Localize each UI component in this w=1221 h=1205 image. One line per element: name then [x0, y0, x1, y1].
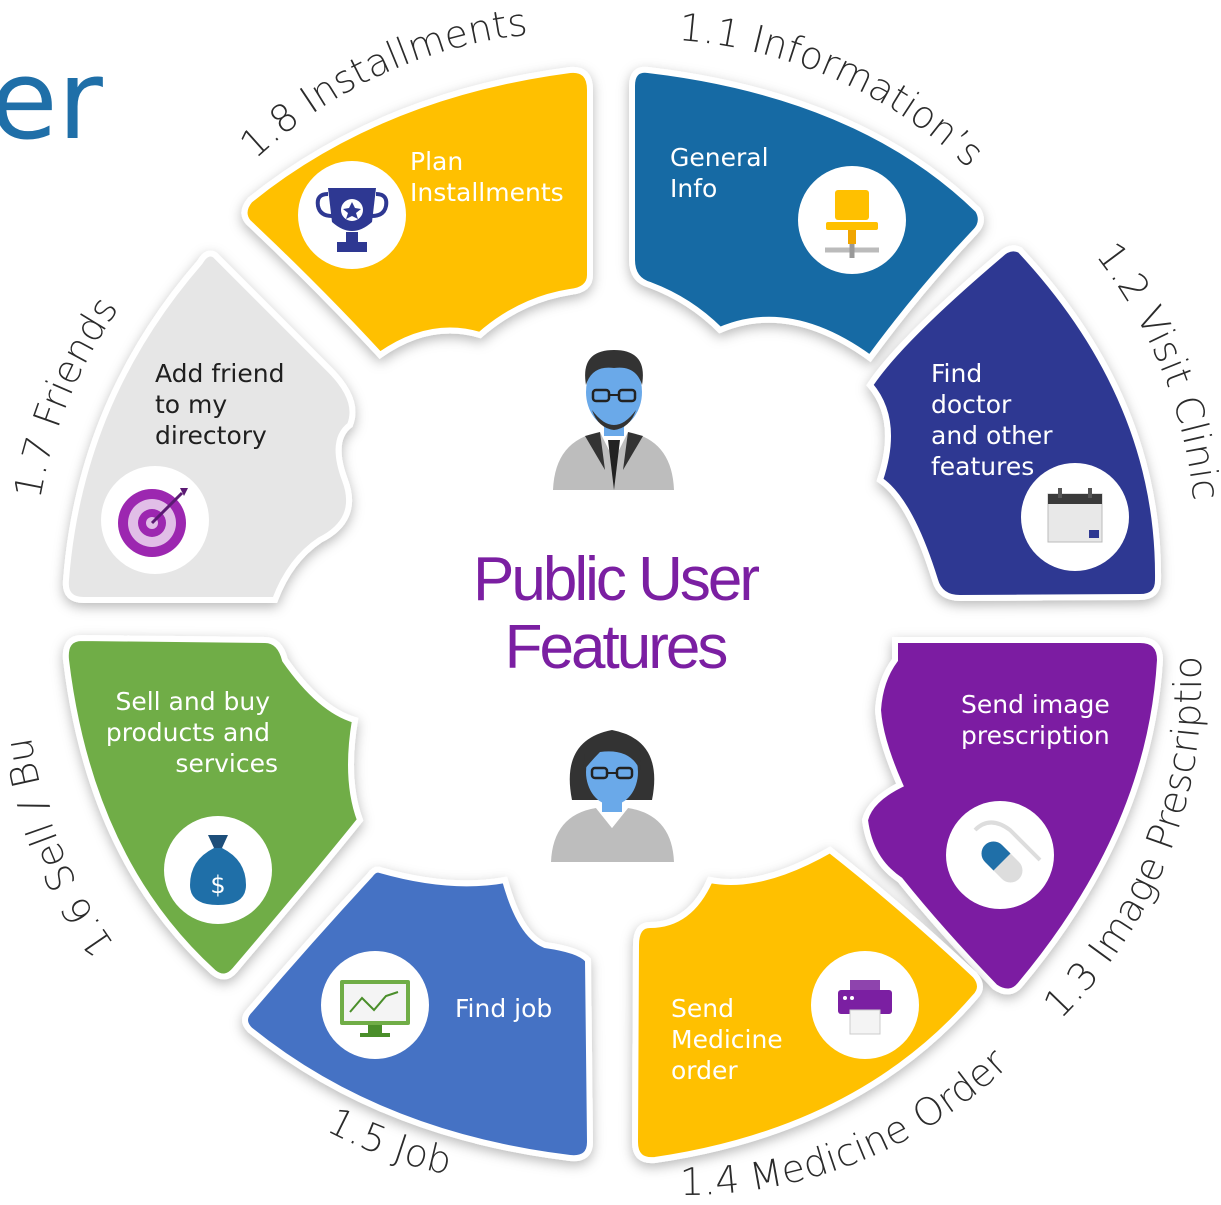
segment-information: General Info	[629, 66, 984, 363]
segment-visit-clinic: Find doctor and other features	[866, 245, 1162, 602]
segment-desc: General Info	[670, 143, 776, 203]
segment-desc: Send image prescription	[961, 690, 1118, 750]
office-chair-icon	[798, 166, 906, 274]
pill-capsule-icon	[946, 801, 1054, 909]
monitor-chart-icon	[321, 951, 429, 1059]
center-title-line1: Public User	[473, 545, 759, 614]
target-icon	[101, 466, 209, 574]
partial-heading: er	[0, 36, 104, 164]
segment-desc: Sell and buy products and services	[106, 687, 278, 778]
svg-text:$: $	[210, 871, 225, 899]
segment-desc: Add friend to my directory	[155, 359, 292, 450]
segment-installments: Plan Installments	[241, 66, 593, 359]
segment-image-prescription: Send image prescription	[861, 637, 1164, 995]
man-avatar-icon	[553, 350, 674, 490]
segment-sell-buy: Sell and buy products and services $	[62, 634, 364, 980]
calendar-icon	[1021, 463, 1129, 571]
segment-medicine-order: Send Medicine order	[631, 846, 983, 1164]
segment-desc: Plan Installments	[410, 147, 564, 207]
segment-desc: Find job	[455, 994, 552, 1023]
printer-icon	[811, 951, 919, 1059]
woman-avatar-icon	[551, 730, 674, 862]
trophy-icon	[298, 161, 406, 269]
segment-desc: Send Medicine order	[671, 994, 791, 1085]
center-title-line2: Features	[505, 613, 727, 682]
money-bag-icon: $	[164, 816, 272, 924]
segment-job: Find job	[242, 866, 594, 1162]
segment-desc: Find doctor and other features	[931, 359, 1061, 481]
segment-friends: Add friend to my directory	[62, 250, 356, 603]
